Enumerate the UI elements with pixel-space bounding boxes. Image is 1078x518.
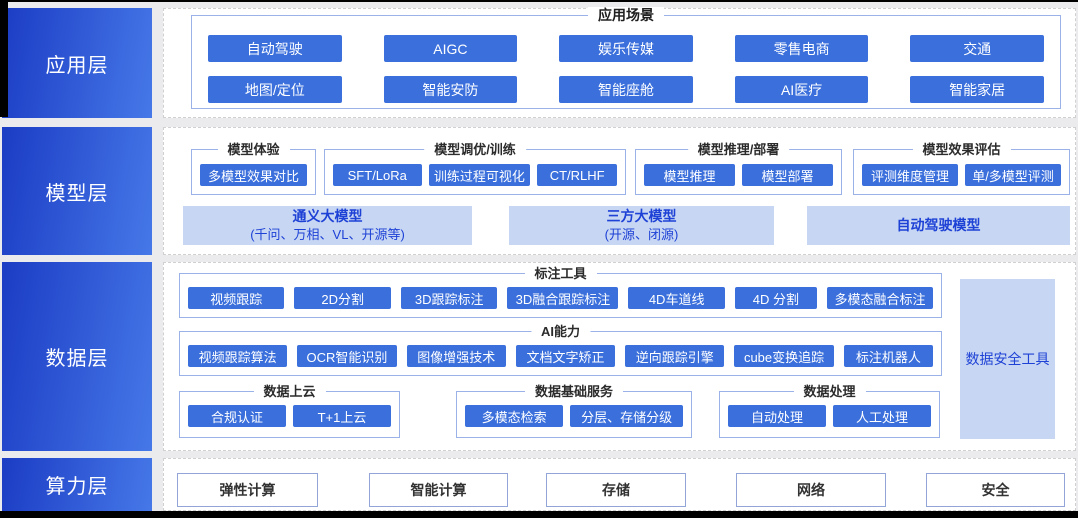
data-chip-tiering-storage-grading: 分层、存储分级 [570,405,683,427]
layer-label-data: 数据层 [2,262,152,451]
group-title: AI能力 [530,323,591,340]
model-chip-deploy: 模型部署 [742,164,833,186]
panel-subtitle: (千问、万相、VL、开源等) [250,227,405,242]
data-base-service-group: 数据基础服务 多模态检索 分层、存储分级 [456,383,692,438]
model-chip-ct-rlhf: CT/RLHF [537,164,617,186]
data-layer-container: 标注工具 视频跟踪 2D分割 3D跟踪标注 3D融合跟踪标注 4D车道线 4D … [163,262,1076,451]
data-chip-cube-transform-tracking: cube变换追踪 [734,345,834,367]
layer-label-text: 应用层 [45,54,109,77]
layer-label-text: 数据层 [45,348,109,370]
group-title: 数据上云 [253,383,326,400]
data-chip-4d-lane-line: 4D车道线 [628,287,725,309]
compute-box-intelligent-computing: 智能计算 [369,473,508,507]
data-cloud-group: 数据上云 合规认证 T+1上云 [179,383,400,438]
group-title: 模型调优/训练 [424,141,526,158]
model-chip-multi-model-compare: 多模型效果对比 [200,164,307,186]
app-chip-ai-medical: AI医疗 [734,76,869,103]
compute-box-elastic-computing: 弹性计算 [177,473,318,507]
compute-layer-container: 弹性计算 智能计算 存储 网络 安全 [163,458,1076,511]
data-chip-manual-processing: 人工处理 [833,405,931,427]
model-experience-group: 模型体验 多模型效果对比 [191,141,316,195]
data-chip-video-tracking-algorithm: 视频跟踪算法 [188,345,288,367]
compute-box-network: 网络 [736,473,886,507]
data-chip-image-enhancement: 图像增强技术 [406,345,506,367]
compute-box-label: 智能计算 [410,482,467,498]
group-title: 模型效果评估 [912,141,1011,158]
model-layer-container: 模型体验 多模型效果对比 模型调优/训练 SFT/LoRa 训练过程可视化 CT… [163,127,1076,255]
data-chip-reverse-tracking-engine: 逆向跟踪引擎 [625,345,725,367]
panel-third-party-models: 三方大模型 (开源、闭源) [509,206,774,245]
panel-title: 三方大模型 [606,208,677,224]
layer-label-text: 模型层 [45,182,109,205]
model-chip-single-multi-eval: 单/多模型评测 [965,164,1061,186]
panel-data-security-tools: 数据安全工具 [960,279,1055,439]
data-chip-4d-segmentation: 4D 分割 [734,287,817,309]
data-chip-compliance-certification: 合规认证 [188,405,286,427]
ai-capability-group: AI能力 视频跟踪算法 OCR智能识别 图像增强技术 文档文字矫正 逆向跟踪引擎… [179,323,942,376]
compute-box-label: 安全 [981,482,1010,498]
app-chip-retail-ecommerce: 零售电商 [734,35,869,62]
model-inference-deploy-group: 模型推理/部署 模型推理 模型部署 [635,141,842,195]
layer-label-text: 算力层 [45,476,109,498]
group-title: 数据处理 [793,383,866,400]
app-chip-aigc: AIGC [383,35,518,62]
data-chip-multimodal-fusion-annotation: 多模态融合标注 [826,287,934,309]
model-chip-training-visualization: 训练过程可视化 [428,164,531,186]
panel-subtitle: (开源、闭源) [604,227,679,242]
data-chip-3d-fusion-tracking: 3D融合跟踪标注 [507,287,619,309]
compute-box-label: 弹性计算 [219,482,276,498]
model-tuning-training-group: 模型调优/训练 SFT/LoRa 训练过程可视化 CT/RLHF [324,141,626,195]
panel-title: 通义大模型 [292,208,363,224]
app-chip-map-positioning: 地图/定位 [208,76,342,103]
frame-edge-left [0,0,8,117]
layer-label-compute: 算力层 [2,458,152,511]
app-chip-autonomous-driving: 自动驾驶 [208,35,342,62]
application-layer-container: 应用场景 自动驾驶 AIGC 娱乐传媒 零售电商 交通 地图/定位 智能安防 智… [163,7,1076,118]
layer-label-application: 应用层 [2,8,152,118]
annotation-tools-group: 标注工具 视频跟踪 2D分割 3D跟踪标注 3D融合跟踪标注 4D车道线 4D … [179,265,942,318]
model-chip-sft-lora: SFT/LoRa [333,164,422,186]
panel-tongyi-models: 通义大模型 (千问、万相、VL、开源等) [183,206,472,245]
application-scenarios-group: 应用场景 自动驾驶 AIGC 娱乐传媒 零售电商 交通 地图/定位 智能安防 智… [191,7,1061,109]
data-chip-annotation-robot: 标注机器人 [843,345,934,367]
panel-title: 数据安全工具 [965,350,1050,367]
data-processing-group: 数据处理 自动处理 人工处理 [719,383,940,438]
panel-title: 自动驾驶模型 [896,217,981,233]
group-title: 数据基础服务 [524,383,624,400]
data-chip-multimodal-retrieval: 多模态检索 [465,405,564,427]
app-chip-entertainment-media: 娱乐传媒 [559,35,693,62]
model-chip-inference: 模型推理 [644,164,735,186]
frame-edge-top [0,0,1078,2]
group-title: 模型推理/部署 [687,141,790,158]
model-chip-eval-dimension: 评测维度管理 [862,164,958,186]
app-chip-smart-security: 智能安防 [383,76,518,103]
data-chip-auto-processing: 自动处理 [728,405,826,427]
compute-box-security: 安全 [926,473,1065,507]
group-title: 模型体验 [217,141,290,158]
data-chip-t-plus-1-cloud: T+1上云 [293,405,391,427]
app-chip-transportation: 交通 [910,35,1044,62]
frame-edge-bottom [0,511,1078,518]
group-title: 标注工具 [524,265,597,282]
data-chip-3d-tracking-annotation: 3D跟踪标注 [400,287,498,309]
compute-box-storage: 存储 [546,473,686,507]
data-chip-2d-segmentation: 2D分割 [294,287,391,309]
layer-label-model: 模型层 [2,127,152,255]
app-chip-smart-cockpit: 智能座舱 [559,76,693,103]
data-chip-video-tracking: 视频跟踪 [188,287,285,309]
application-buttons-grid: 自动驾驶 AIGC 娱乐传媒 零售电商 交通 地图/定位 智能安防 智能座舱 A… [192,16,1060,115]
data-chip-document-text-correction: 文档文字矫正 [515,345,616,367]
compute-box-label: 存储 [602,482,630,498]
model-evaluation-group: 模型效果评估 评测维度管理 单/多模型评测 [853,141,1070,195]
compute-box-label: 网络 [797,482,825,498]
app-chip-smart-home: 智能家居 [910,76,1044,103]
panel-autonomous-driving-models: 自动驾驶模型 [807,206,1070,245]
group-title: 应用场景 [588,7,664,24]
data-chip-ocr-recognition: OCR智能识别 [297,345,397,367]
